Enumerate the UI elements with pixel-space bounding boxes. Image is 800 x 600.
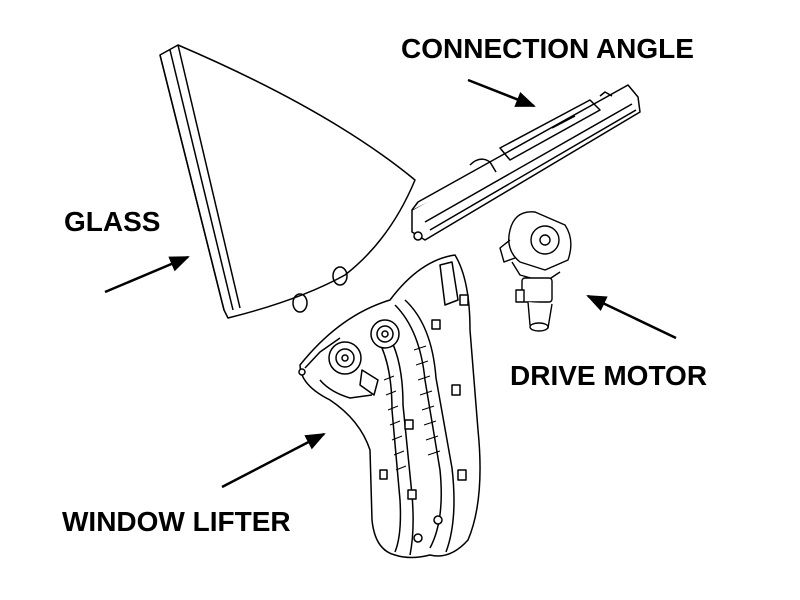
glass-part [159,44,416,319]
glass-arrow [104,255,190,294]
connection-angle-part [411,84,641,241]
window-lifter-arrow [221,432,326,489]
leader-arrows [104,78,677,489]
glass-label: GLASS [64,206,161,237]
connection-angle-label: CONNECTION ANGLE [401,33,694,64]
drive-motor-part [499,211,572,332]
connection-angle-arrow [467,78,536,108]
window-lifter-label: WINDOW LIFTER [62,506,291,537]
window-lifter-part [298,254,481,559]
drive-motor-label: DRIVE MOTOR [510,360,708,391]
drive-motor-arrow [586,294,677,340]
